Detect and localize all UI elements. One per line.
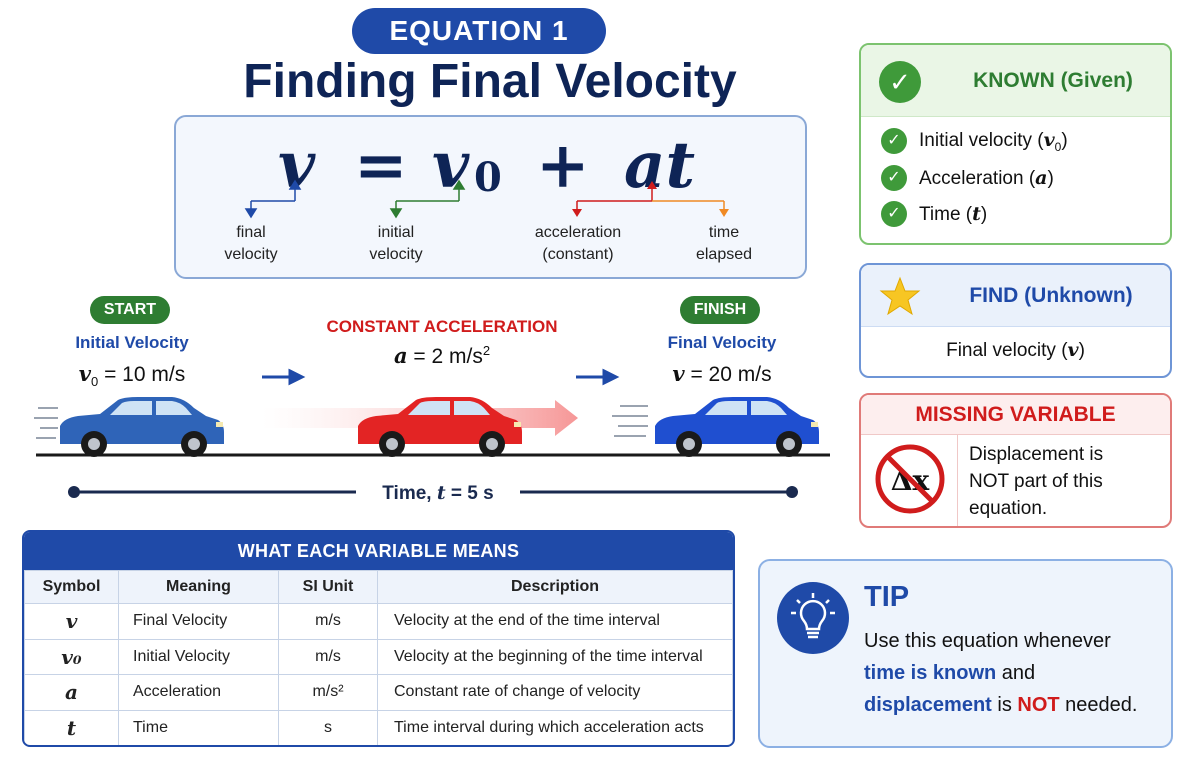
time-line <box>68 486 798 498</box>
initial-velocity-connector <box>389 179 466 219</box>
page-title: Finding Final Velocity <box>243 55 737 108</box>
variable-table: WHAT EACH VARIABLE MEANS Symbol Meaning … <box>22 530 735 747</box>
start-equation: v0 = 10 m/s <box>78 361 186 390</box>
tip-panel: TIP Use this equation whenever time is k… <box>758 559 1173 748</box>
label-acceleration: acceleration(constant) <box>534 224 622 263</box>
table-title: WHAT EACH VARIABLE MEANS <box>24 532 733 570</box>
unit-cell: s <box>278 709 378 745</box>
missing-panel: MISSING VARIABLE Δx Displacement is NOT … <box>859 393 1172 528</box>
symbol-cell: v₀ <box>24 638 119 675</box>
eq-plus: + <box>536 128 590 203</box>
col-header: SI Unit <box>278 570 378 604</box>
unit-cell: m/s <box>278 638 378 675</box>
known-title: KNOWN (Given) <box>973 69 1133 92</box>
eq-equals: = <box>354 128 408 203</box>
check-icon: ✓ <box>881 201 907 227</box>
mid-equation: a = 2 m/s2 <box>393 343 491 368</box>
finish-pill: FINISH <box>680 296 760 324</box>
start-pill: START <box>90 296 170 324</box>
symbol-cell: t <box>24 709 119 745</box>
meaning-cell: Acceleration <box>118 674 279 711</box>
start-heading: Initial Velocity <box>75 333 189 352</box>
known-item: ✓ Initial velocity (v0) <box>881 127 1068 155</box>
equation-box <box>174 115 807 279</box>
find-title: FIND (Unknown) <box>969 284 1133 307</box>
lightbulb-icon <box>777 582 849 654</box>
unit-cell: m/s <box>278 603 378 640</box>
arrow-right-icon-2 <box>576 368 620 386</box>
finish-equation: v = 20 m/s <box>672 361 772 386</box>
known-item: ✓ Acceleration (a) <box>881 164 1054 192</box>
check-icon: ✓ <box>881 165 907 191</box>
acceleration-time-connector <box>572 181 729 217</box>
table-row: v Final Velocity m/s Velocity at the end… <box>24 603 733 640</box>
known-item: ✓ Time (t) <box>881 200 987 228</box>
symbol-cell: a <box>24 674 119 711</box>
start-car-icon <box>60 397 224 457</box>
star-icon <box>879 276 921 316</box>
meaning-cell: Initial Velocity <box>118 638 279 675</box>
eq-v0: v <box>432 128 470 203</box>
missing-title: MISSING VARIABLE <box>915 403 1116 426</box>
mid-car-icon <box>358 397 522 457</box>
eq-v0-sub: 0 <box>474 154 502 201</box>
time-label: Time, t = 5 s <box>382 482 494 504</box>
speed-lines-icon <box>34 405 648 439</box>
col-header: Symbol <box>24 570 119 604</box>
missing-text: Displacement is NOT part of this equatio… <box>969 444 1104 519</box>
col-header: Description <box>377 570 733 604</box>
unit-cell: m/s² <box>278 674 378 711</box>
meaning-cell: Time <box>118 709 279 745</box>
finish-car-icon <box>655 397 819 457</box>
meaning-cell: Final Velocity <box>118 603 279 640</box>
finish-heading: Final Velocity <box>667 333 777 352</box>
tip-title: TIP <box>864 581 910 613</box>
final-velocity-connector <box>244 179 302 219</box>
find-item: Final velocity (v) <box>946 339 1085 361</box>
symbol-cell: v <box>24 603 119 640</box>
mid-heading: CONSTANT ACCELERATION <box>326 317 558 336</box>
eq-at: at <box>624 128 695 203</box>
arrow-right-icon <box>262 368 306 386</box>
check-circle-icon: ✓ <box>879 61 921 103</box>
col-header: Meaning <box>118 570 279 604</box>
table-row: a Acceleration m/s² Constant rate of cha… <box>24 674 733 711</box>
prohibited-icon: Δx <box>875 444 945 514</box>
description-cell: Time interval during which acceleration … <box>377 709 733 745</box>
known-panel: ✓ KNOWN (Given) ✓ Initial velocity (v0) … <box>859 43 1172 245</box>
description-cell: Velocity at the end of the time interval <box>377 603 733 640</box>
description-cell: Velocity at the beginning of the time in… <box>377 638 733 675</box>
table-header-row: Symbol Meaning SI Unit Description <box>24 570 733 604</box>
table-row: t Time s Time interval during which acce… <box>24 709 733 745</box>
check-icon: ✓ <box>881 128 907 154</box>
description-cell: Constant rate of change of velocity <box>377 674 733 711</box>
motion-scene <box>34 368 830 498</box>
equation-badge: EQUATION 1 <box>352 8 606 54</box>
table-row: v₀ Initial Velocity m/s Velocity at the … <box>24 638 733 675</box>
tip-text: Use this equation whenever time is known… <box>864 630 1138 716</box>
equation-diagram: v = v 0 + at <box>244 128 729 219</box>
find-panel: FIND (Unknown) Final velocity (v) <box>859 263 1172 378</box>
eq-v: v <box>278 128 316 203</box>
